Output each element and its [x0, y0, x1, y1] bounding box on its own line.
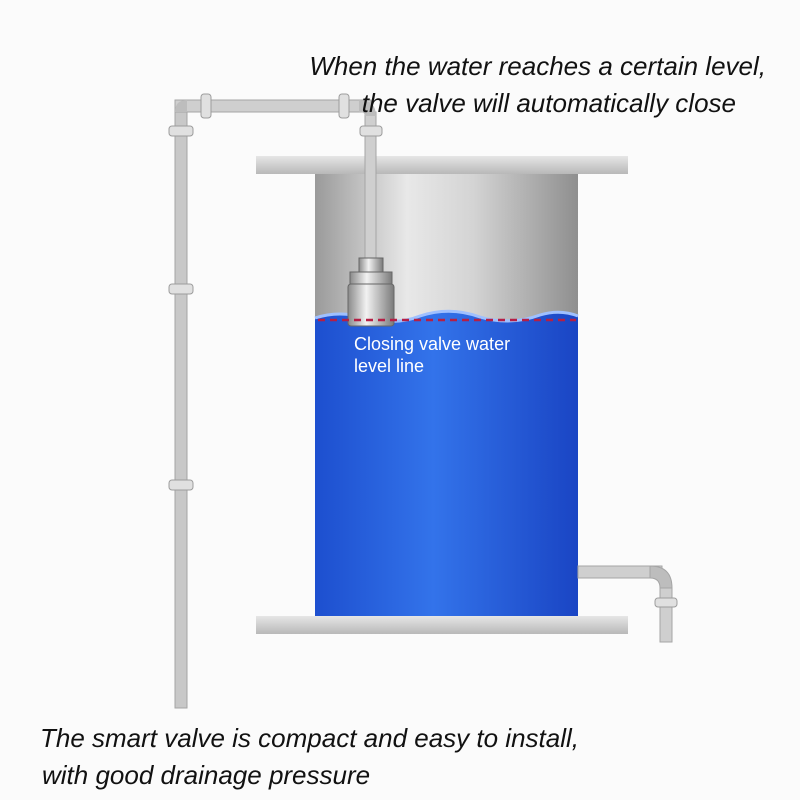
- pipe-outlet-horizontal: [577, 565, 663, 579]
- bottom-caption-line-1: The smart valve is compact and easy to i…: [40, 723, 580, 753]
- pipe-elbow-left: [175, 100, 187, 112]
- water-level-label-line-1: Closing valve water: [354, 334, 511, 354]
- water-body: [315, 311, 578, 616]
- pipe-outlet-clamp: [654, 597, 678, 608]
- water-level-label-line-2: level line: [354, 356, 425, 376]
- water-level-label: Closing valve water level line: [354, 333, 510, 377]
- pipe-outlet-elbow: [649, 565, 673, 589]
- bottom-caption-line-2: with good drainage pressure: [42, 760, 371, 790]
- tank-bottom-plate: [256, 616, 628, 634]
- pipe-clamps: [168, 93, 383, 491]
- pipe-elbow-right: [359, 100, 376, 116]
- pipe-left-vertical: [174, 111, 188, 709]
- float-valve-icon: [347, 257, 395, 327]
- pipe-outlet-vertical: [659, 587, 673, 643]
- bottom-caption: The smart valve is compact and easy to i…: [40, 720, 579, 794]
- tank-top-plate: [256, 156, 628, 174]
- top-caption: When the water reaches a certain level, …: [309, 48, 766, 122]
- top-caption-line-1: When the water reaches a certain level,: [309, 51, 766, 81]
- top-caption-line-2: the valve will automatically close: [361, 88, 736, 118]
